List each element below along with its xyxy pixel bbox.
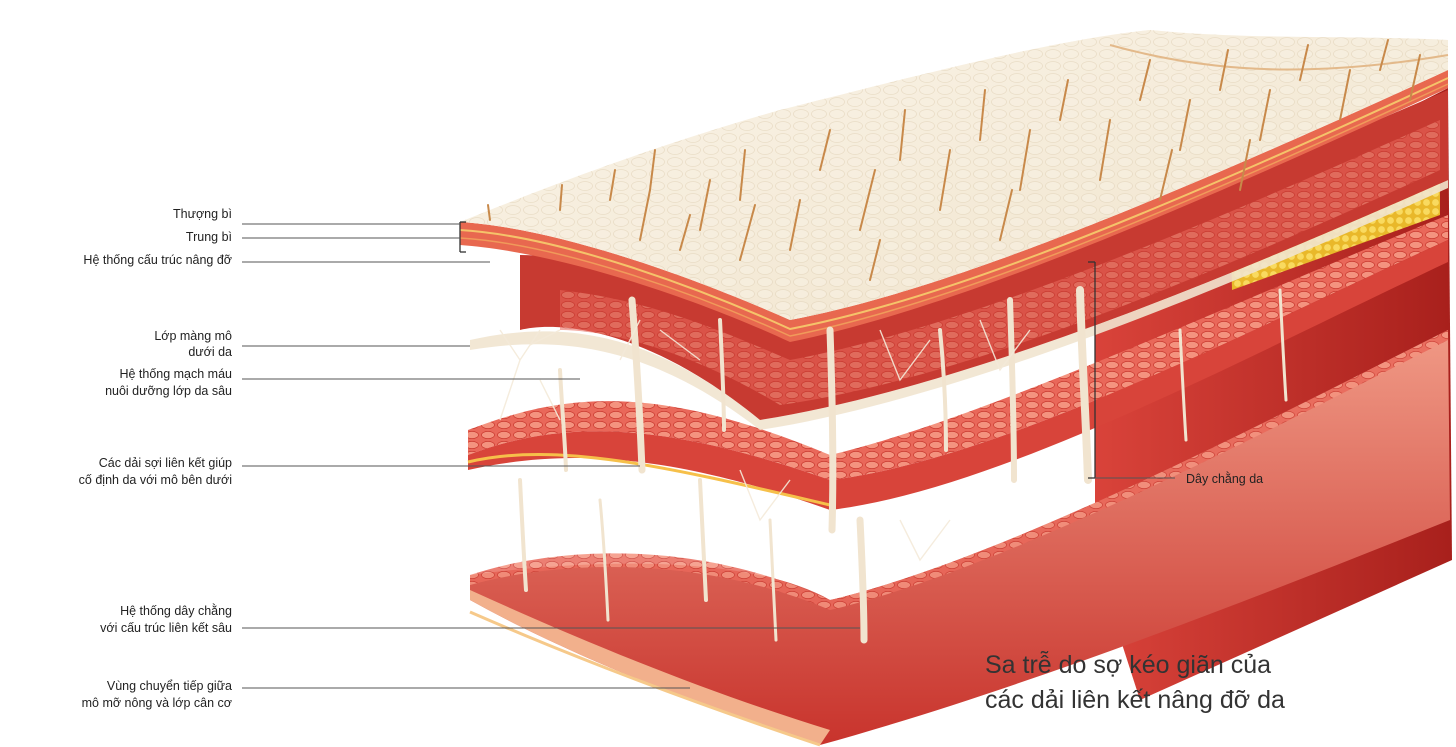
label-fibrous-bands-line2: cố định da với mô bên dưới [79, 472, 232, 489]
label-vascular-system-line1: Hệ thống mạch máu [119, 366, 232, 383]
caption-line-2: các dải liên kết nâng đỡ da [985, 683, 1285, 718]
label-subcutaneous-membrane-line2: dưới da [188, 344, 232, 361]
label-support-structure: Hệ thống cấu trúc nâng đỡ [83, 252, 232, 269]
caption-line-1: Sa trễ do sợ kéo giãn của [985, 648, 1285, 683]
diagram-caption: Sa trễ do sợ kéo giãn của các dải liên k… [985, 648, 1285, 718]
label-dermis: Trung bì [186, 229, 232, 246]
label-transition-zone-line2: mô mỡ nông và lớp cân cơ [82, 695, 232, 712]
label-subcutaneous-membrane-line1: Lớp màng mô [154, 328, 232, 345]
label-vascular-system-line2: nuôi dưỡng lớp da sâu [105, 383, 232, 400]
label-fibrous-bands-line1: Các dải sợi liên kết giúp [99, 455, 232, 472]
label-skin-ligament: Dây chằng da [1186, 471, 1263, 488]
label-ligament-system-line1: Hệ thống dây chằng [120, 603, 232, 620]
label-transition-zone-line1: Vùng chuyển tiếp giữa [107, 678, 232, 695]
label-epidermis: Thượng bì [173, 206, 232, 223]
label-ligament-system-line2: với cấu trúc liên kết sâu [100, 620, 232, 637]
